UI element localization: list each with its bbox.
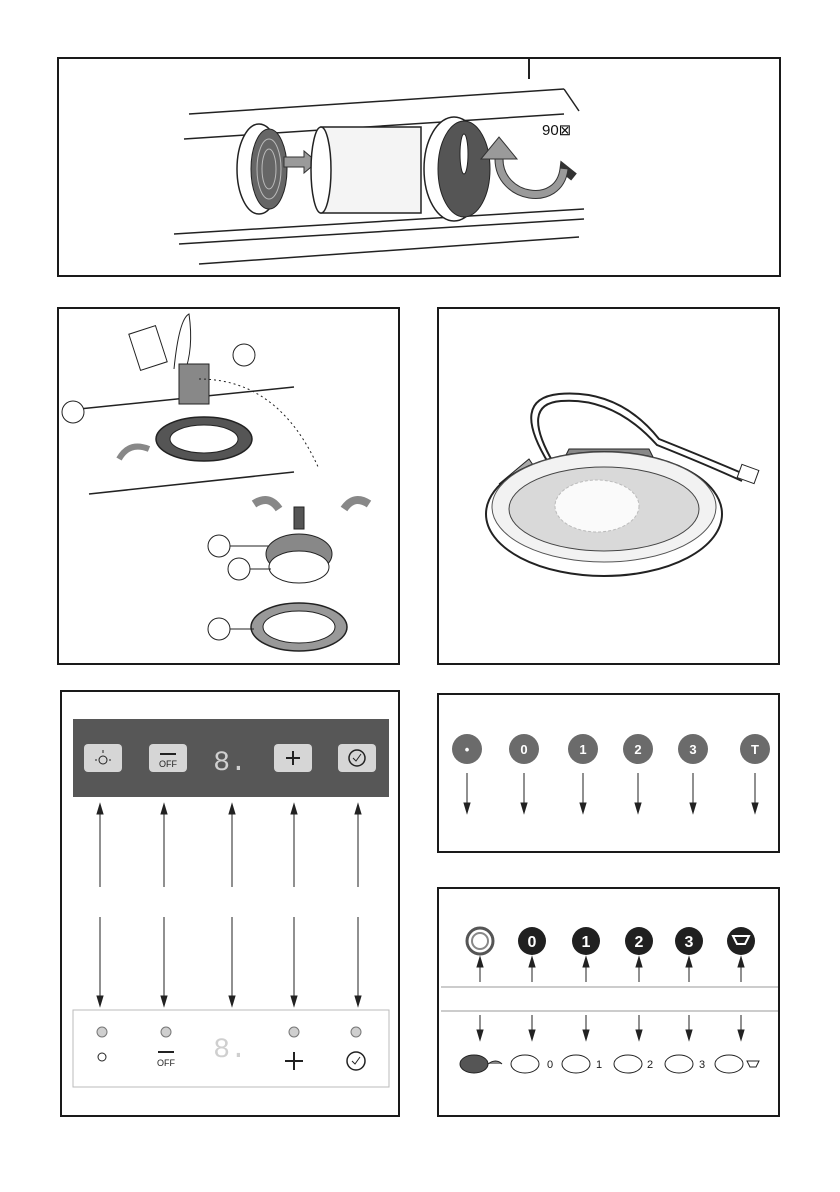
callout-2 [62, 401, 84, 423]
speed-badges-panel: • 0 1 2 3 T [437, 693, 780, 853]
lamp-installation-panel [57, 307, 400, 665]
callout-1 [233, 344, 255, 366]
off-button-label: OFF [159, 759, 177, 769]
svg-text:2: 2 [634, 742, 641, 757]
speed-badges-illustration: • 0 1 2 3 T [439, 695, 780, 853]
svg-text:2: 2 [635, 934, 644, 951]
filter-illustration: 90⊠ [59, 59, 781, 277]
control-panel-diagram: OFF 8. OFF 8. [60, 690, 400, 1117]
svg-text:1: 1 [596, 1059, 602, 1071]
intensive-icon [747, 1061, 759, 1067]
speed-switch-2[interactable] [614, 1055, 642, 1073]
speed-switch-0[interactable] [511, 1055, 539, 1073]
led-lamp-illustration [439, 309, 780, 665]
svg-text:0: 0 [520, 742, 527, 757]
speed-switch-1[interactable] [562, 1055, 590, 1073]
light-switch[interactable] [460, 1055, 488, 1073]
filter-replacement-panel: 90⊠ [57, 57, 781, 277]
callout-4 [228, 558, 250, 580]
svg-text:0: 0 [528, 934, 537, 951]
svg-text:•: • [465, 742, 470, 757]
light-button[interactable] [84, 744, 122, 772]
svg-text:0: 0 [547, 1059, 553, 1071]
timer-button[interactable] [338, 744, 376, 772]
speed-switch-3[interactable] [665, 1055, 693, 1073]
svg-text:T: T [751, 742, 759, 757]
svg-text:3: 3 [699, 1059, 705, 1071]
speed-indicator-display: 8. [213, 1035, 247, 1066]
mechanical-controls-illustration: 0 1 2 3 0 1 [439, 889, 780, 1117]
svg-text:2: 2 [647, 1059, 653, 1071]
callout-3 [208, 535, 230, 557]
speed-display: 8. [213, 748, 247, 779]
mechanical-controls-panel: 0 1 2 3 0 1 [437, 887, 780, 1117]
angle-label: 90⊠ [542, 122, 571, 139]
intensive-knob-icon [727, 927, 755, 955]
control-panel-illustration: OFF 8. OFF 8. [62, 692, 400, 1117]
svg-text:3: 3 [689, 742, 696, 757]
lamp-installation-illustration [59, 309, 400, 665]
svg-text:1: 1 [582, 934, 591, 951]
svg-text:1: 1 [579, 742, 586, 757]
off-indicator-label: OFF [157, 1058, 175, 1068]
intensive-switch[interactable] [715, 1055, 743, 1073]
svg-text:3: 3 [685, 934, 694, 951]
led-lamp-panel [437, 307, 780, 665]
light-knob-icon [467, 928, 493, 954]
pointer-arrows [97, 804, 361, 1006]
callout-5 [208, 618, 230, 640]
